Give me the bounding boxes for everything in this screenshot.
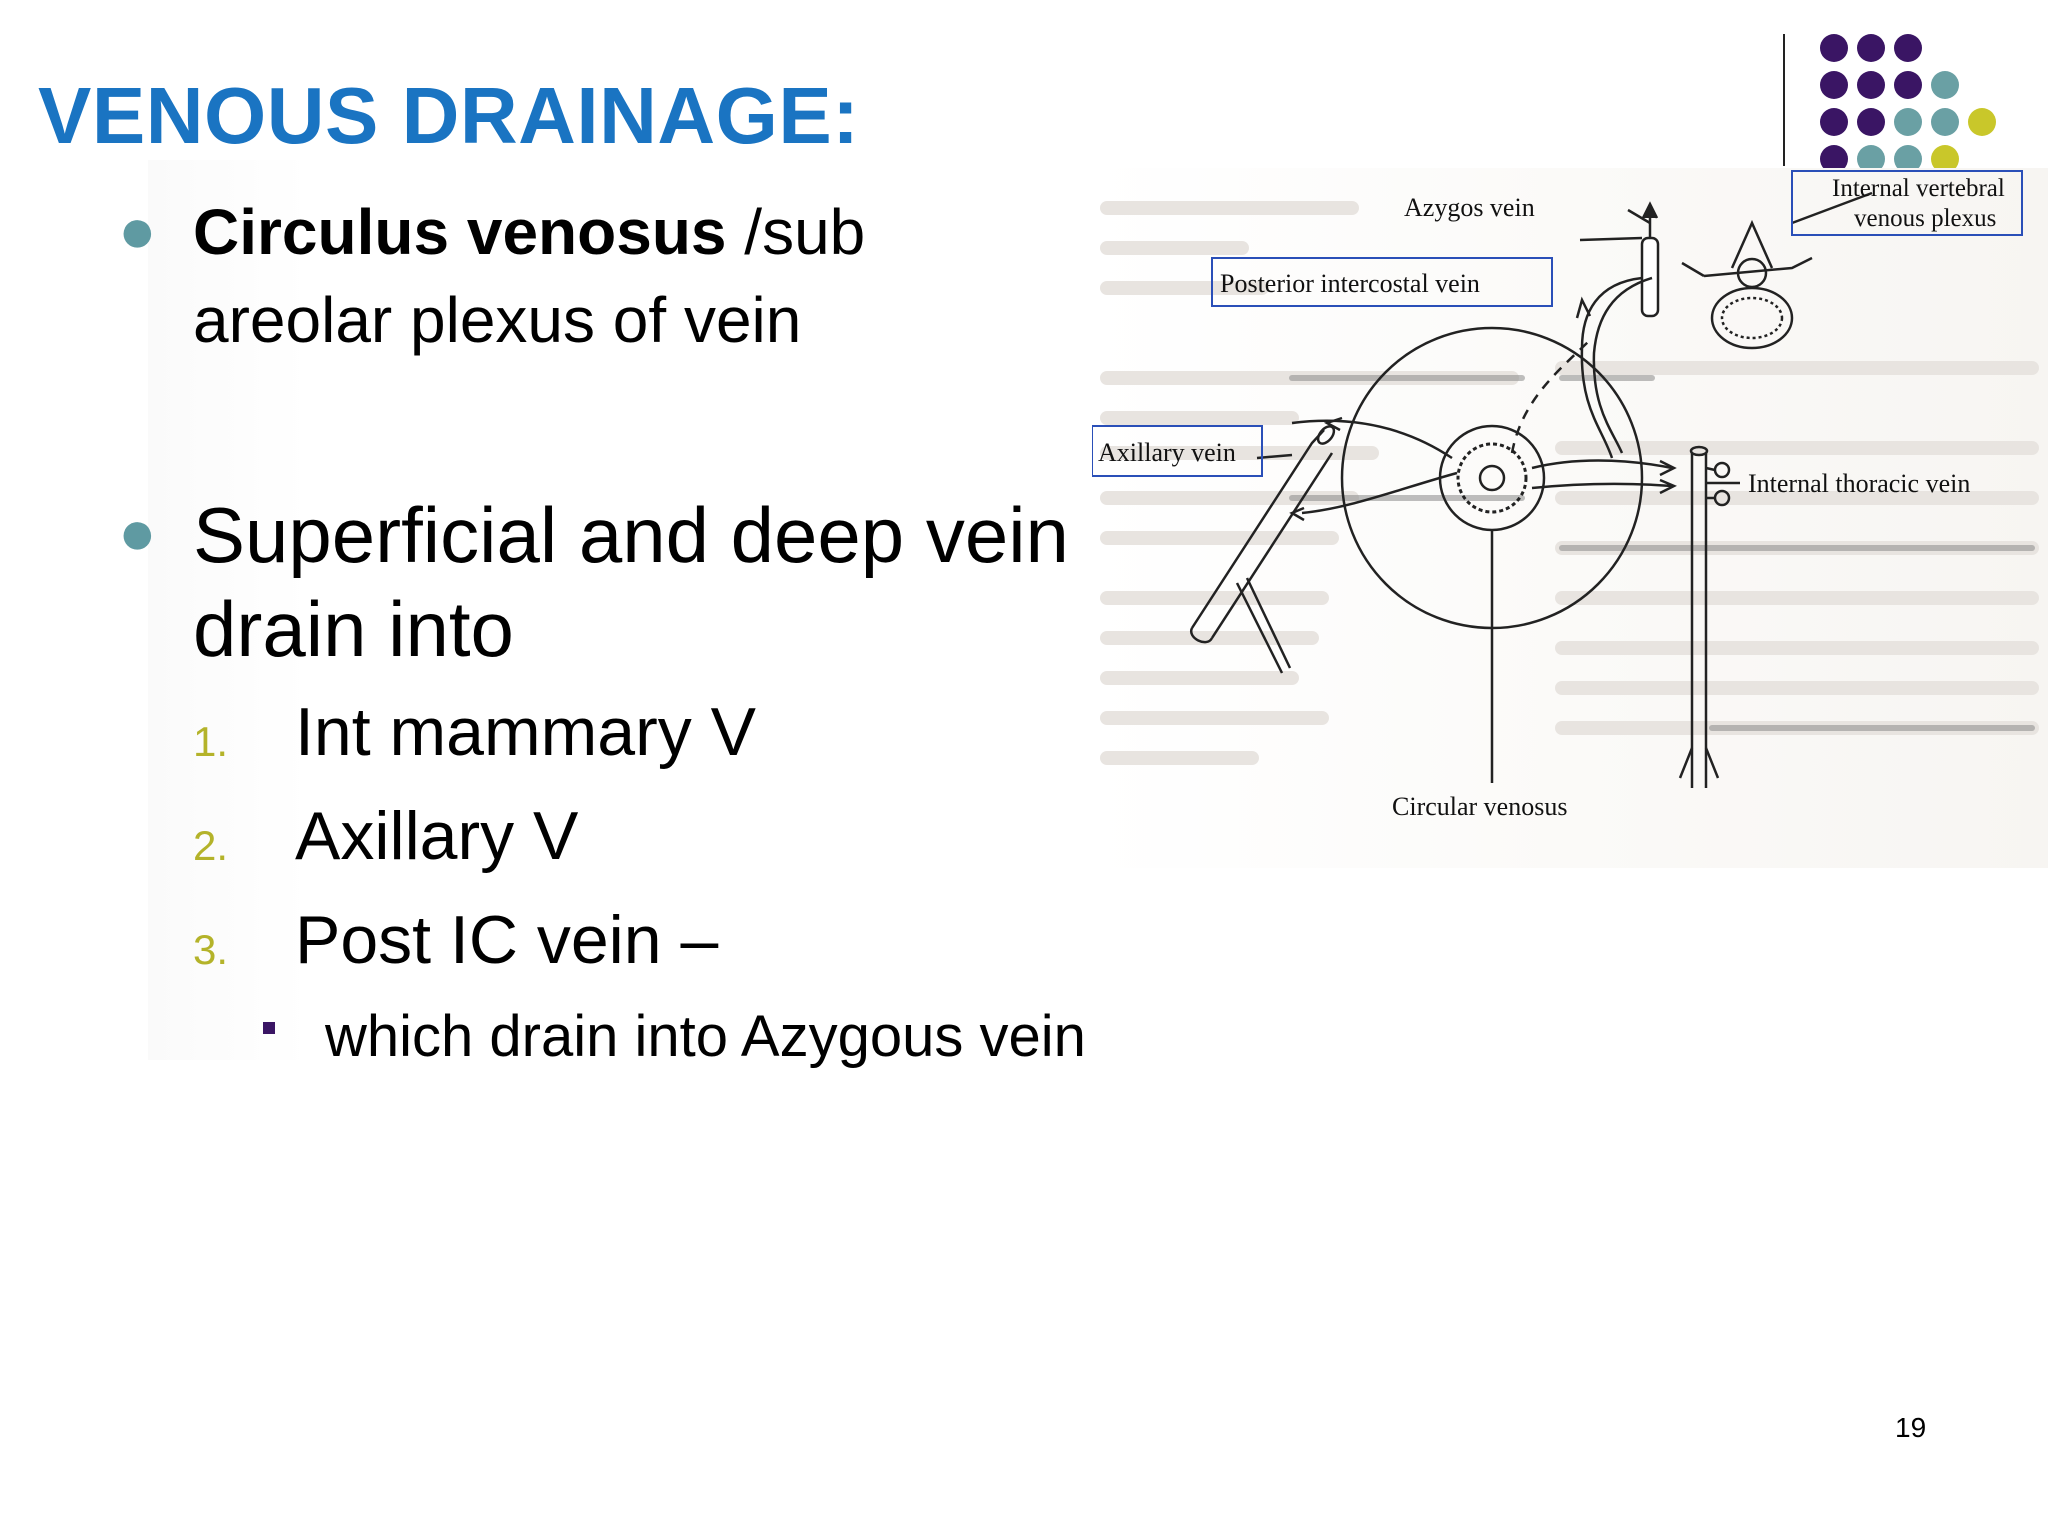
posterior-intercostal-leader <box>1579 236 1643 242</box>
vertebra-shape <box>1681 219 1813 350</box>
internal-vertebral-box <box>1791 170 2023 236</box>
slide-title: VENOUS DRAINAGE: <box>38 71 860 160</box>
label-posterior-intercostal-vein: Posterior intercostal vein <box>1220 269 1480 298</box>
list-number: 2. <box>193 822 229 869</box>
internal-thoracic-vein-shape <box>1678 445 1731 788</box>
page-number: 19 <box>1895 1412 1927 1443</box>
bold-scan-text <box>1289 375 2035 731</box>
nipple-circle <box>1478 464 1506 492</box>
venous-drainage-diagram: Azygos vein Posterior intercostal vein A… <box>1092 168 2048 868</box>
bullet-marker: ● <box>118 194 157 266</box>
arrow-head <box>1575 296 1592 319</box>
bullet-circulus-venosus: Circulus venosus /sub areolar plexus of … <box>193 188 973 364</box>
drainage-curve <box>1531 482 1673 490</box>
label-azygos-vein: Azygos vein <box>1404 193 1535 222</box>
circulus-venosus-ring <box>1456 442 1528 514</box>
azygos-vein-shape <box>1640 201 1660 318</box>
bullet-marker: ● <box>118 496 157 568</box>
sub-bullet-marker <box>263 1022 275 1034</box>
arrow-head <box>1659 478 1677 495</box>
bullet-rest-text: /sub areolar plexus of vein <box>193 196 866 356</box>
dot <box>1894 34 1922 62</box>
label-circular-venosus: Circular venosus <box>1392 792 1567 821</box>
branch-vein <box>1245 577 1292 669</box>
scan-background <box>148 160 308 1060</box>
dot <box>1820 34 1848 62</box>
bullet-superficial-deep: Superficial and deep vein drain into <box>193 491 1069 673</box>
dot <box>1857 108 1885 136</box>
list-number: 3. <box>193 926 229 973</box>
axillary-box <box>1092 425 1263 477</box>
dot <box>1820 108 1848 136</box>
list-number: 1. <box>193 718 229 765</box>
list-item-axillary: Axillary V <box>295 798 579 874</box>
arrow-head <box>1659 459 1677 477</box>
azygos-leader <box>1627 208 1651 225</box>
posterior-intercostal-vein-path <box>1592 276 1653 454</box>
drainage-curve <box>1531 459 1673 470</box>
list-item-post-ic: Post IC vein – <box>295 902 719 978</box>
list-item-int-mammary: Int mammary V <box>295 694 756 770</box>
axillary-vein-path <box>1210 452 1334 639</box>
branch-vein <box>1235 582 1284 674</box>
dot <box>1857 34 1885 62</box>
internal-vertebral-leader <box>1791 191 1873 225</box>
dot <box>1931 108 1959 136</box>
drainage-curve <box>1291 419 1453 460</box>
bullet-bold-text: Circulus venosus <box>193 196 727 268</box>
label-internal-thoracic-vein: Internal thoracic vein <box>1748 469 1970 498</box>
title-divider <box>1783 34 1785 166</box>
label-axillary-vein: Axillary vein <box>1098 438 1236 467</box>
arrow-head <box>1289 506 1305 522</box>
dot <box>1894 108 1922 136</box>
drainage-curve <box>1301 471 1458 515</box>
dot <box>1857 71 1885 99</box>
label-internal-vertebral-1: Internal vertebral <box>1832 175 2005 202</box>
dot <box>1820 71 1848 99</box>
dot <box>1894 71 1922 99</box>
sub-bullet-azygous: which drain into Azygous vein <box>325 1004 1086 1069</box>
axillary-vein-end <box>1189 627 1214 644</box>
label-internal-vertebral-2: venous plexus <box>1854 205 1996 232</box>
arrow-head <box>1323 416 1343 432</box>
dot <box>1931 71 1959 99</box>
dot <box>1968 108 1996 136</box>
posterior-intercostal-box <box>1211 257 1553 307</box>
decorative-dot-grid <box>1820 30 2030 173</box>
dashed-connection <box>1510 337 1593 454</box>
